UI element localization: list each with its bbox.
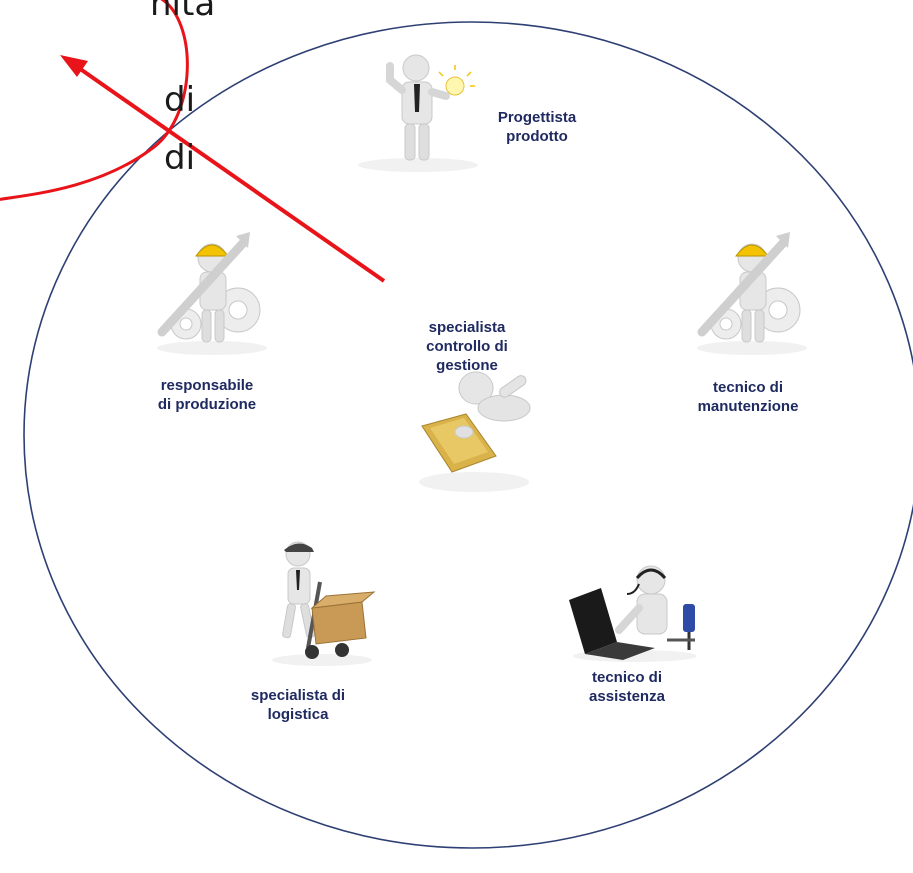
role-label-logistica: specialista di logistica <box>250 687 346 723</box>
role-label-progettista: Progettista prodotto <box>497 109 577 145</box>
pointer-arrow-head <box>60 55 88 77</box>
cut-text-line-1: nita <box>150 0 216 24</box>
cut-text-line-2: di <box>164 80 196 120</box>
roles-circle <box>23 21 913 849</box>
headset-laptop-figure-icon <box>569 565 697 662</box>
idea-bulb-figure-icon <box>358 54 478 172</box>
role-label-controllo: specialista controllo di gestione <box>426 319 508 374</box>
pointer-arrow-line <box>74 64 386 283</box>
handtruck-box-figure-icon <box>272 541 376 666</box>
role-label-manutenzione: tecnico di manutenzione <box>697 379 799 415</box>
role-label-produzione: responsabile di produzione <box>157 377 257 413</box>
tablet-figure-icon <box>419 371 531 492</box>
role-label-assistenza: tecnico di assistenza <box>589 669 665 705</box>
cut-text-line-3: di <box>164 138 196 178</box>
wrench-helmet-figure-icon <box>697 232 807 355</box>
wrench-helmet-figure-icon <box>157 232 267 355</box>
highlight-ellipse-arc <box>0 0 189 201</box>
